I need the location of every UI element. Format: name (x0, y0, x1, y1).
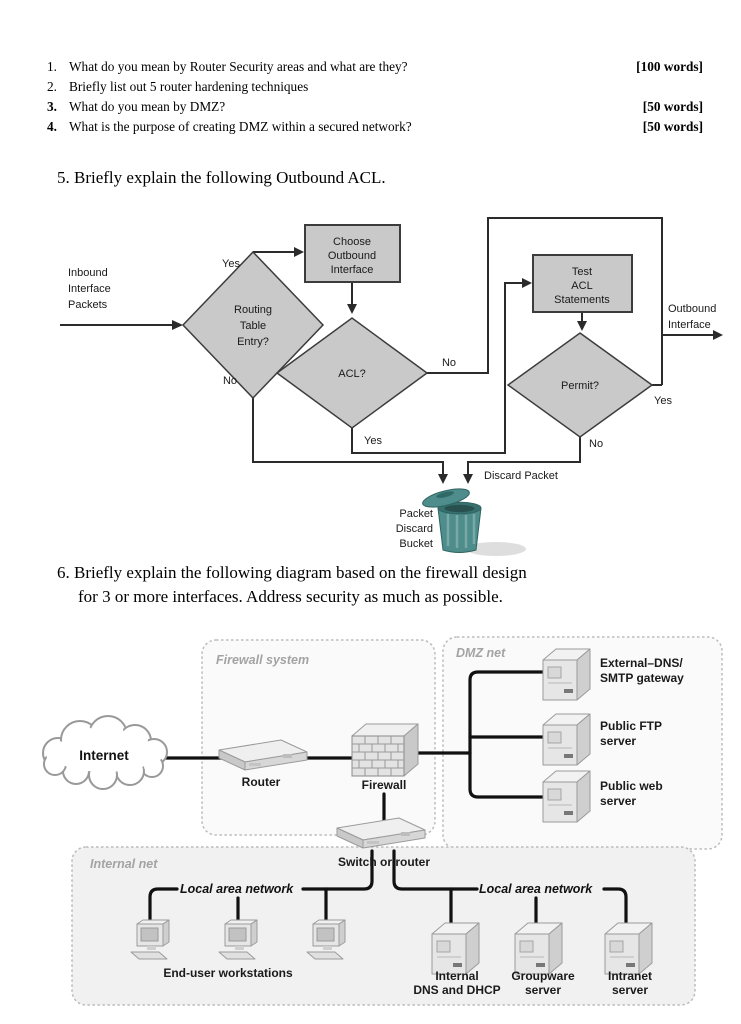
svg-text:server: server (600, 734, 636, 748)
switch-label: Switch or router (338, 855, 430, 869)
question-item-4: 4. What is the purpose of creating DMZ w… (47, 117, 703, 137)
question-number: 1. (47, 59, 57, 74)
no-permit-label: No (589, 438, 603, 450)
svg-text:Choose: Choose (333, 236, 371, 248)
lan-right-label: Local area network (479, 882, 593, 896)
svg-text:server: server (612, 983, 648, 997)
svg-text:server: server (600, 794, 636, 808)
outbound-acl-flowchart: Routing Table Entry? Choose Outbound Int… (60, 217, 723, 556)
dmz-server-labels: External–DNS/ SMTP gateway Public FTP se… (600, 656, 684, 808)
dmz-net-label: DMZ net (456, 646, 506, 660)
svg-text:Discard: Discard (396, 523, 433, 535)
svg-text:Internal: Internal (435, 969, 478, 983)
question-text: What do you mean by DMZ? (69, 99, 226, 114)
svg-text:External–DNS/: External–DNS/ (600, 656, 683, 670)
internal-server-groupware (514, 922, 563, 975)
question-5-heading: 5. Briefly explain the following Outboun… (57, 168, 386, 187)
yes-acl-label: Yes (364, 435, 382, 447)
yes-routing-label: Yes (222, 258, 240, 270)
svg-text:Permit?: Permit? (561, 380, 599, 392)
svg-text:Groupware: Groupware (511, 969, 575, 983)
svg-text:Public web: Public web (600, 779, 663, 793)
outbound-label: Outbound (668, 303, 716, 315)
svg-text:Table: Table (240, 320, 266, 332)
svg-text:Intranet: Intranet (608, 969, 652, 983)
internal-server-intranet (604, 922, 653, 975)
discard-packet-label: Discard Packet (484, 470, 558, 482)
dmz-server-public-ftp (542, 713, 591, 766)
lan-left-label: Local area network (180, 882, 294, 896)
svg-text:ACL?: ACL? (338, 368, 366, 380)
svg-text:Test: Test (572, 266, 592, 278)
dmz-server-public-web (542, 770, 591, 823)
question-number: 4. (47, 119, 57, 134)
no-acl-label: No (442, 357, 456, 369)
svg-text:Interface: Interface (68, 283, 111, 295)
router-label: Router (242, 775, 281, 789)
svg-text:DNS and DHCP: DNS and DHCP (413, 983, 500, 997)
internal-net-label: Internal net (90, 857, 158, 871)
svg-text:Bucket: Bucket (399, 538, 433, 550)
question-text: What is the purpose of creating DMZ with… (69, 119, 412, 134)
decision-permit: Permit? (506, 332, 654, 438)
svg-text:SMTP gateway: SMTP gateway (600, 671, 684, 685)
svg-text:Entry?: Entry? (237, 336, 269, 348)
svg-text:Packet: Packet (399, 508, 433, 520)
internal-server-dns-dhcp (431, 922, 480, 975)
question-number: 3. (47, 99, 57, 114)
flowchart-labels: Inbound Interface Packets Yes No No Yes … (68, 258, 716, 482)
internet-cloud: Internet (42, 715, 168, 790)
svg-text:Statements: Statements (554, 294, 610, 306)
firewall-system-label: Firewall system (216, 653, 309, 667)
question-list: 1. What do you mean by Router Security a… (47, 57, 703, 137)
decision-routing-table-entry: Routing Table Entry? (181, 250, 325, 400)
firewall-icon (351, 723, 419, 777)
trash-bucket-icon: Packet Discard Bucket (396, 488, 526, 556)
firewall-network-diagram: Firewall system DMZ net Internal net (42, 636, 723, 1006)
question-item-3: 3. What do you mean by DMZ? [50 words] (47, 97, 703, 117)
svg-text:server: server (525, 983, 561, 997)
svg-text:ACL: ACL (571, 280, 592, 292)
svg-text:Outbound: Outbound (328, 250, 376, 262)
svg-text:Packets: Packets (68, 299, 108, 311)
workstations-label: End-user workstations (163, 966, 293, 980)
question-text: What do you mean by Router Security area… (69, 59, 408, 74)
inbound-label: Inbound (68, 267, 108, 279)
no-routing-label: No (223, 375, 237, 387)
question-marks: [50 words] (642, 119, 703, 134)
yes-permit-label: Yes (654, 395, 672, 407)
question-marks: [100 words] (636, 59, 703, 74)
question-item-1: 1. What do you mean by Router Security a… (47, 57, 703, 77)
flowchart-connectors (60, 217, 723, 484)
question-text: Briefly list out 5 router hardening tech… (69, 79, 309, 94)
svg-text:Public FTP: Public FTP (600, 719, 662, 733)
question-number: 2. (47, 79, 57, 94)
firewall-system-box (201, 639, 436, 836)
firewall-label: Firewall (362, 778, 407, 792)
internal-server-labels: Internal DNS and DHCP Groupware server I… (413, 969, 652, 997)
svg-text:Interface: Interface (331, 264, 374, 276)
decision-acl: ACL? (275, 317, 429, 429)
process-choose-outbound-interface: Choose Outbound Interface (304, 224, 401, 283)
dmz-server-external-dns (542, 648, 591, 701)
process-test-acl-statements: Test ACL Statements (532, 254, 633, 313)
svg-text:Routing: Routing (234, 304, 272, 316)
question-6-heading: 6. Briefly explain the following diagram… (57, 563, 527, 606)
question-item-2: 2. Briefly list out 5 router hardening t… (47, 77, 703, 97)
question-marks: [50 words] (642, 99, 703, 114)
internet-label: Internet (79, 748, 129, 763)
svg-text:Interface: Interface (668, 319, 711, 331)
